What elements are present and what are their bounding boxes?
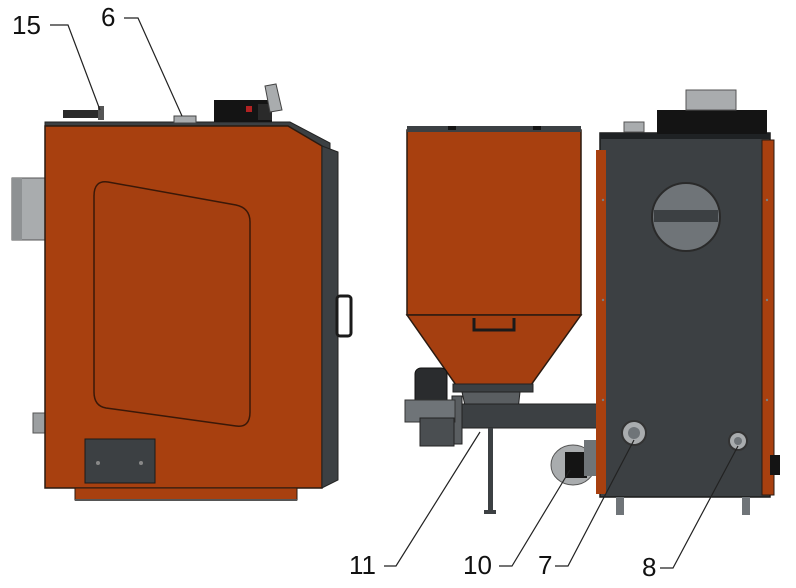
callout-8: 8 [642,552,656,582]
leader-8 [660,445,739,569]
top-lever [63,110,103,118]
controller-box [214,100,272,122]
leader-7 [555,439,635,567]
side-edge [321,145,339,489]
leader-15 [50,24,101,111]
top-controller [657,110,767,134]
feeder-motor [404,367,456,447]
door-handle [335,294,353,338]
drain-connector [728,431,748,451]
hopper-handle [472,318,516,332]
blower-fan [550,440,602,486]
embossed-panel [93,181,251,427]
fuel-hopper [406,129,582,316]
boiler-side-view [11,83,353,501]
leader-10 [499,469,571,567]
callout-11: 11 [349,550,376,580]
callout-15: 15 [12,10,41,40]
inspection-port [651,182,721,252]
lower-hatch [84,438,156,484]
callout-6: 6 [101,2,115,32]
leader-11 [384,431,481,567]
callouts: 15 6 11 10 7 8 [12,2,739,582]
support-leg [488,428,493,512]
callout-7: 7 [538,550,552,580]
boiler-front-view [404,89,780,515]
base-plate [74,487,298,501]
auger-tube [459,403,601,429]
top-vent [173,115,197,124]
callout-10: 10 [463,550,492,580]
boiler-orange-trim [761,139,775,496]
leader-6 [124,17,183,117]
return-connector [621,420,647,446]
